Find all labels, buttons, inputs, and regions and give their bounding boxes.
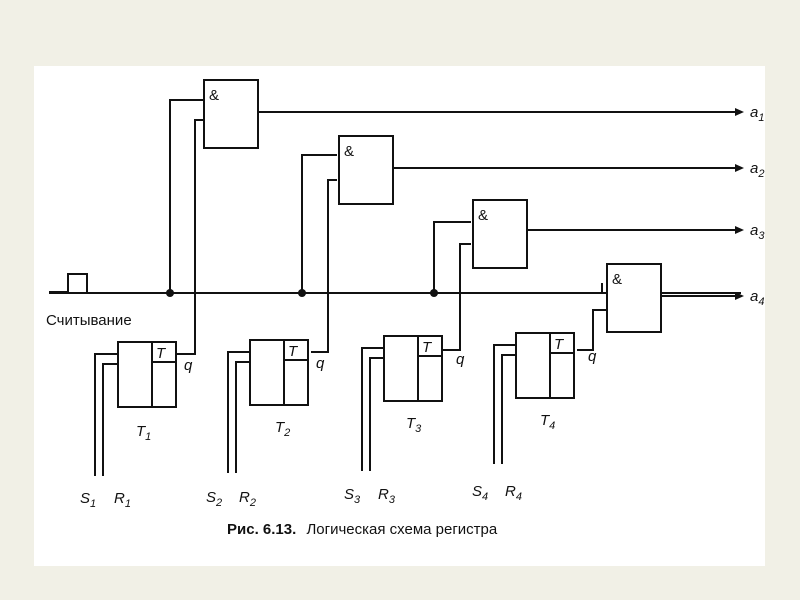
trigger-3-symbol: T xyxy=(422,339,433,356)
read-signal-label: Считывание xyxy=(46,312,132,329)
and-gate-3-symbol: & xyxy=(478,207,488,224)
output-label-4: a4 xyxy=(750,288,764,308)
trigger-1-reset-wire xyxy=(102,363,119,476)
bit-1: & a1 T q T1 S1 R1 xyxy=(80,79,764,510)
trigger-3-label: T3 xyxy=(406,415,422,435)
trigger-2 xyxy=(249,339,309,406)
trigger-2-reset-wire xyxy=(235,361,251,473)
trigger-1-label: T1 xyxy=(136,423,151,443)
trigger-4-reset-label: R4 xyxy=(505,483,522,503)
trigger-4 xyxy=(515,332,575,399)
trigger-3 xyxy=(383,335,443,402)
trigger-3-set-label: S3 xyxy=(344,486,361,506)
trigger-3-reset-label: R3 xyxy=(378,486,396,506)
and-gate-1 xyxy=(203,79,259,149)
trigger-2-label: T2 xyxy=(275,419,290,439)
trigger-4-divider xyxy=(549,332,575,399)
gate-2-data-wire xyxy=(311,179,337,353)
trigger-4-reset-wire xyxy=(501,354,517,464)
output-label-1: a1 xyxy=(750,104,764,124)
and-gate-4-symbol: & xyxy=(612,271,622,288)
trigger-4-symbol: T xyxy=(554,336,565,353)
caption-text: Логическая схема регистра xyxy=(306,521,497,538)
trigger-4-set-label: S4 xyxy=(472,483,488,503)
junction-dot xyxy=(166,289,174,297)
read-pulse-icon xyxy=(49,273,88,293)
gate-1-read-wire xyxy=(169,99,203,294)
gate-4-data-wire xyxy=(577,309,606,351)
trigger-3-set-wire xyxy=(361,347,385,471)
figure-caption: Рис. 6.13. Логическая схема регистра xyxy=(227,521,498,538)
figure-paper: Считывание & a1 T q T1 S1 R1 xyxy=(34,66,765,566)
bit-2: & a2 T q T2 S2 R2 xyxy=(206,135,764,509)
trigger-4-q-label: q xyxy=(588,348,597,365)
register-logic-diagram: Считывание & a1 T q T1 S1 R1 xyxy=(46,79,765,538)
trigger-1-q-label: q xyxy=(184,357,193,374)
output-arrow-icon xyxy=(735,226,744,234)
and-gate-2 xyxy=(338,135,394,205)
trigger-2-reset-label: R2 xyxy=(239,489,256,509)
junction-dot xyxy=(298,289,306,297)
trigger-2-symbol: T xyxy=(288,343,299,360)
trigger-1-set-wire xyxy=(94,353,119,476)
trigger-3-q-label: q xyxy=(456,351,465,368)
trigger-2-divider xyxy=(283,339,309,406)
and-gate-3 xyxy=(472,199,528,269)
trigger-4-label: T4 xyxy=(540,412,555,432)
output-arrow-icon xyxy=(735,292,744,300)
trigger-3-reset-wire xyxy=(369,357,385,471)
output-label-3: a3 xyxy=(750,222,765,242)
and-gate-2-symbol: & xyxy=(344,143,354,160)
gate-3-data-wire xyxy=(443,243,471,351)
trigger-2-set-wire xyxy=(227,351,251,473)
bit-4: & a4 T q T4 S4 R4 xyxy=(472,263,764,503)
gate-2-read-wire xyxy=(301,154,337,294)
gate-3-read-wire xyxy=(433,221,471,294)
bit-3: & a3 T q T3 S3 R3 xyxy=(344,199,765,506)
trigger-1-symbol: T xyxy=(156,345,167,362)
and-gate-4 xyxy=(606,263,662,333)
trigger-1 xyxy=(117,341,177,408)
trigger-1-divider xyxy=(151,341,177,408)
trigger-4-set-wire xyxy=(493,344,517,464)
gate-1-data-wire xyxy=(177,119,203,355)
trigger-1-reset-label: R1 xyxy=(114,490,131,510)
trigger-2-set-label: S2 xyxy=(206,489,222,509)
trigger-3-divider xyxy=(417,335,443,402)
output-label-2: a2 xyxy=(750,160,764,180)
and-gate-1-symbol: & xyxy=(209,87,219,104)
trigger-1-set-label: S1 xyxy=(80,490,96,510)
junction-dot xyxy=(430,289,438,297)
caption-number: Рис. 6.13. xyxy=(227,521,296,538)
output-arrow-icon xyxy=(735,108,744,116)
output-arrow-icon xyxy=(735,164,744,172)
trigger-2-q-label: q xyxy=(316,355,325,372)
